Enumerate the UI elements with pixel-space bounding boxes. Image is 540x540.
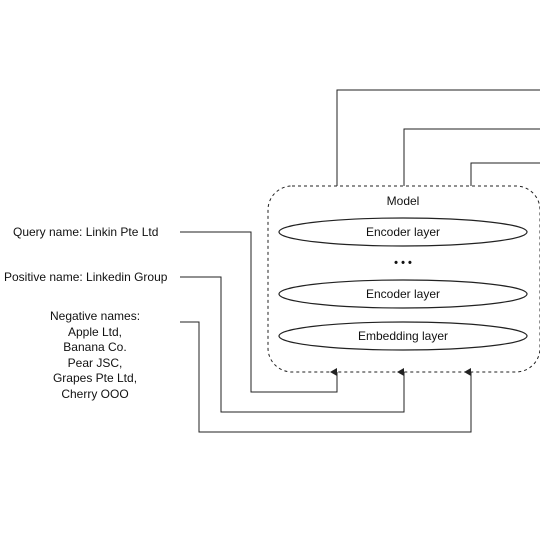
positive-arrow: [180, 276, 405, 413]
negative-names-block: Negative names: Apple Ltd, Banana Co. Pe…: [50, 309, 140, 402]
query-arrow: [180, 231, 338, 393]
query-name-label: Query name: Linkin Pte Ltd: [13, 225, 159, 239]
embedding-layer-label: Embedding layer: [357, 329, 449, 343]
model-title: Model: [386, 194, 420, 208]
negative-arrow: [180, 321, 472, 433]
ellipsis-label: • • •: [394, 257, 412, 269]
output-line-3: [470, 162, 540, 186]
negative-name-item: Apple Ltd,: [67, 324, 123, 339]
negative-name-item: Cherry OOO: [61, 386, 129, 401]
encoder-layer-bottom-label: Encoder layer: [365, 287, 441, 301]
negative-name-item: Banana Co.: [63, 340, 127, 354]
positive-name-label: Positive name: Linkedin Group: [4, 270, 168, 284]
output-line-2: [403, 128, 540, 186]
embedding-layer-shape: [278, 321, 528, 351]
encoder-layer-top-shape: [278, 217, 528, 247]
encoder-layer-top-label: Encoder layer: [365, 225, 441, 239]
negative-name-item: Grapes Pte Ltd,: [52, 371, 138, 385]
negative-names-title: Negative names:: [49, 309, 141, 323]
encoder-layer-bottom-shape: [278, 279, 528, 309]
negative-name-item: Pear JSC,: [67, 355, 123, 370]
output-line-1: [336, 89, 540, 186]
